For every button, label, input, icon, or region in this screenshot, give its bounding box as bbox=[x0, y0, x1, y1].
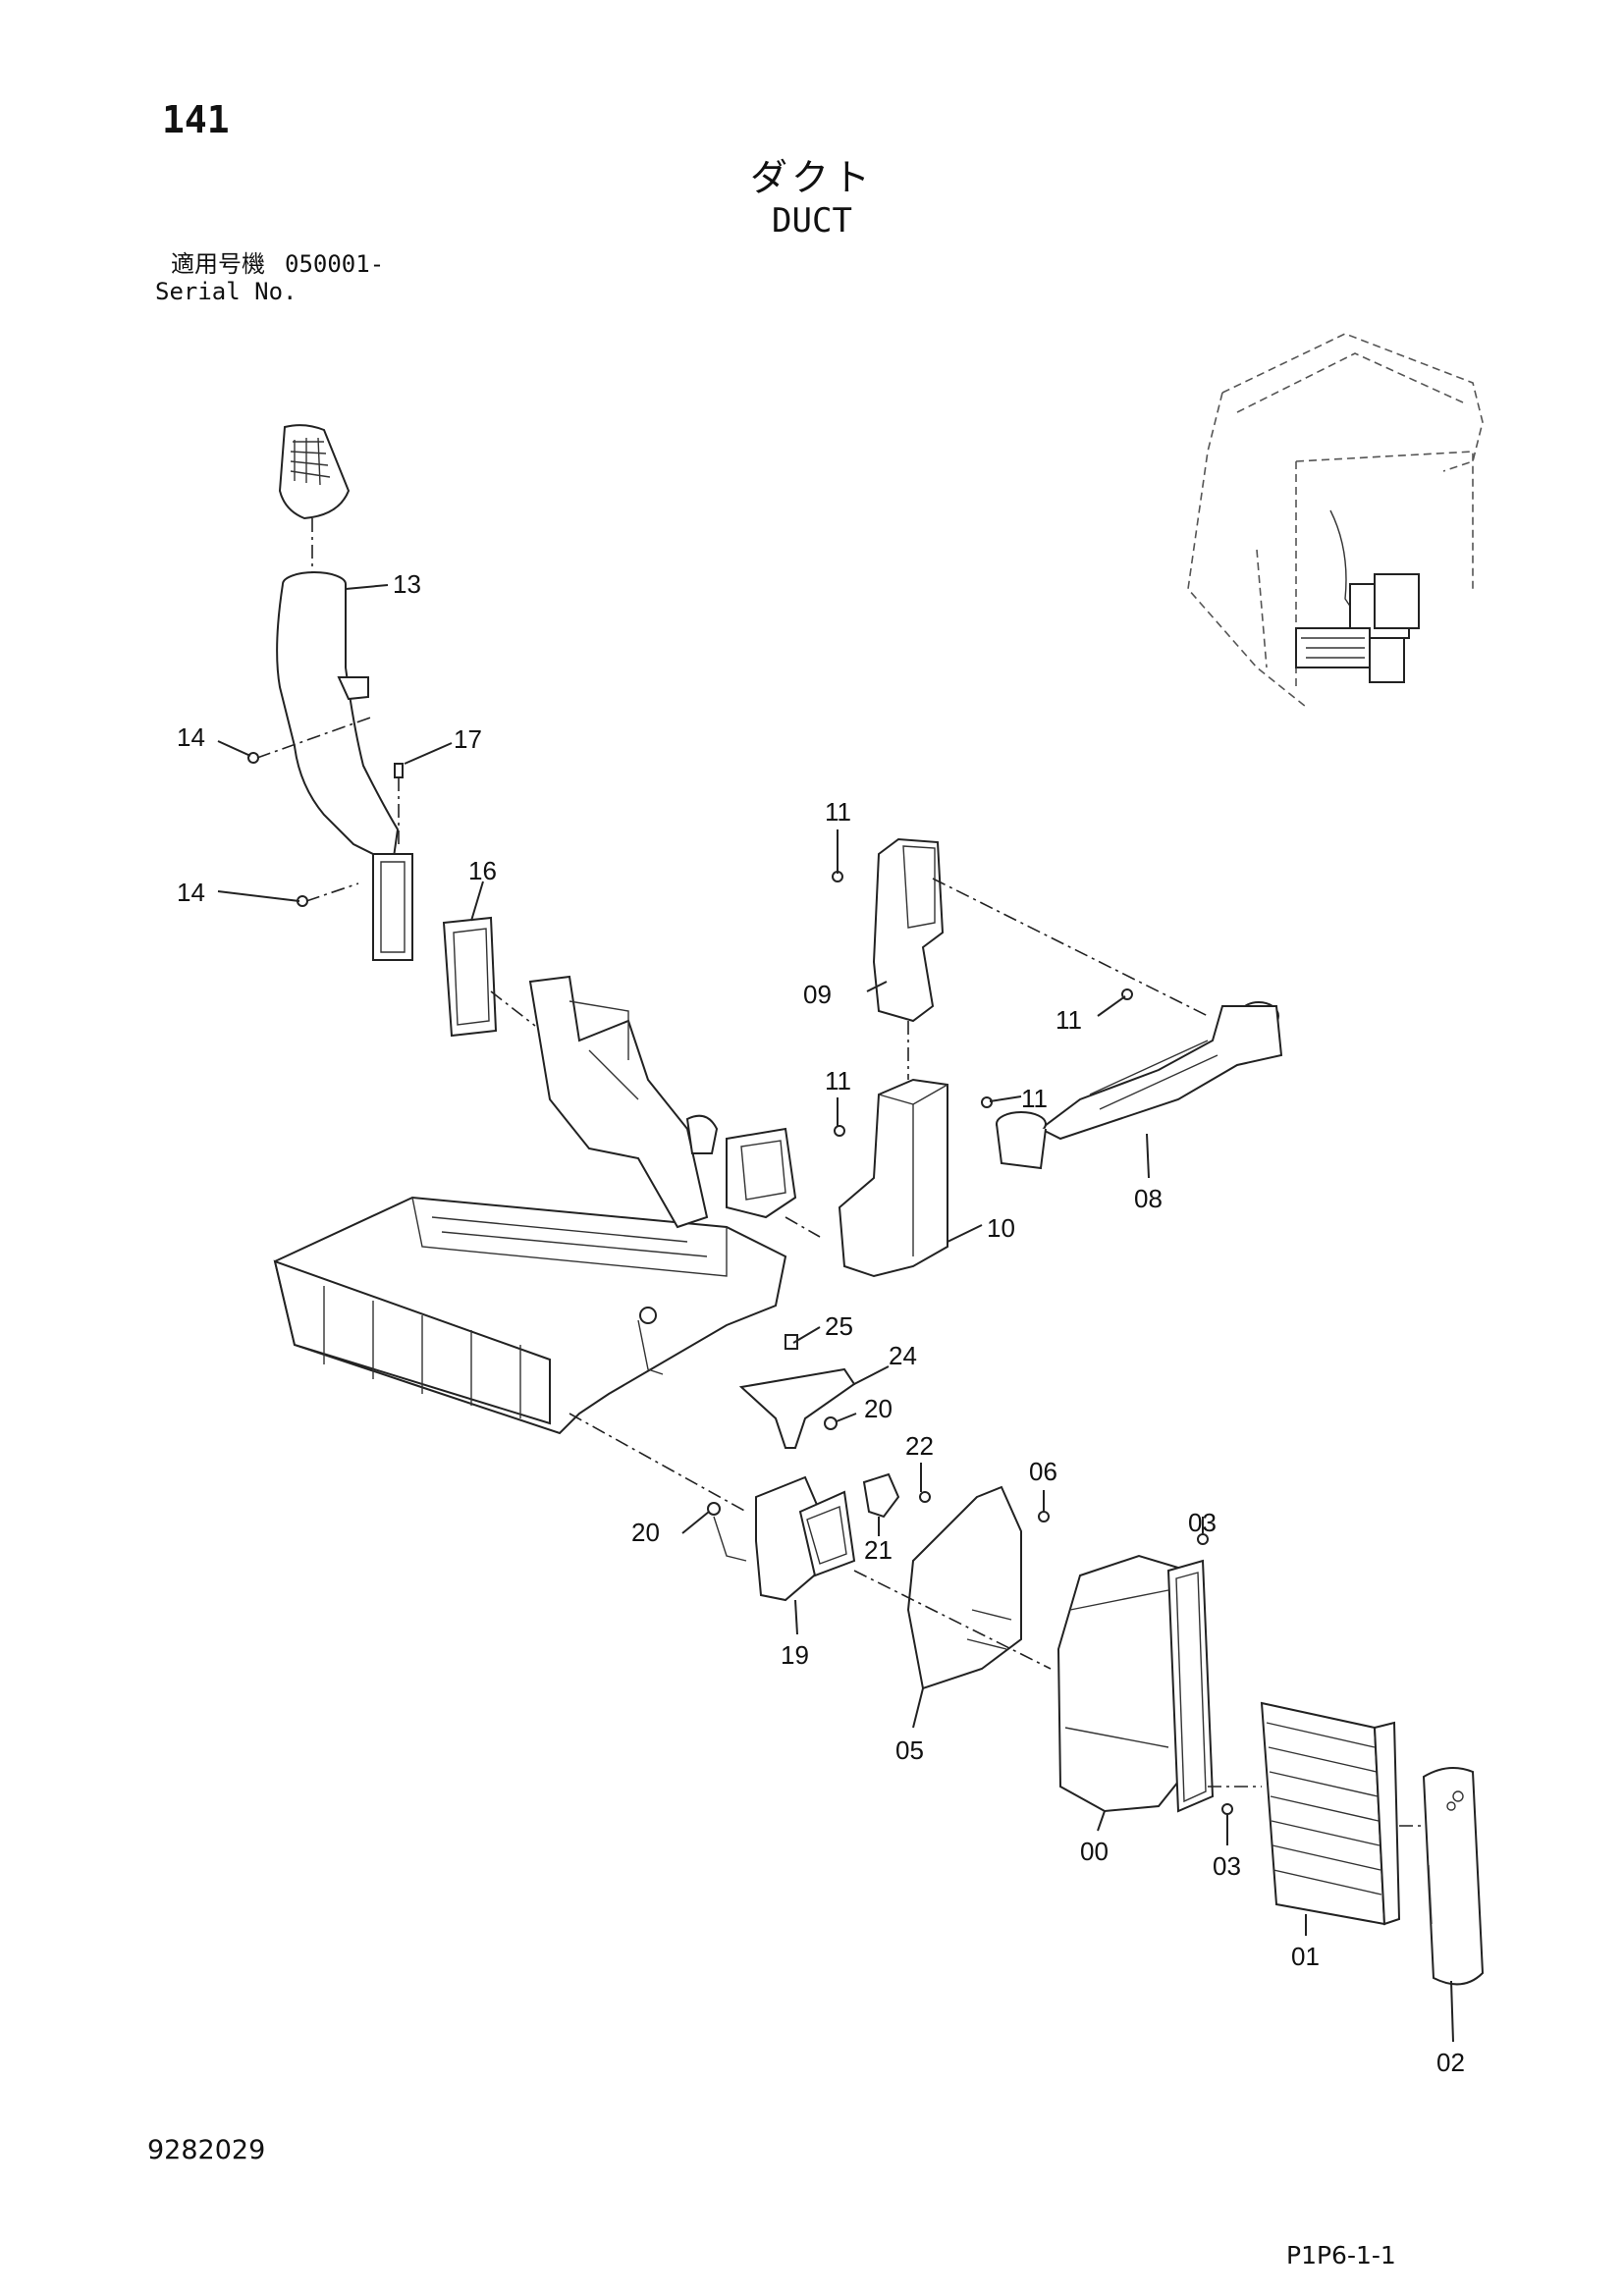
part-label-20: 20 bbox=[631, 1518, 660, 1547]
part-label-03: 03 bbox=[1188, 1508, 1217, 1537]
document-number: 9282029 bbox=[147, 2135, 266, 2165]
page-number: 141 bbox=[162, 98, 230, 141]
part-09-upper-duct bbox=[872, 837, 945, 1080]
part-label-08: 08 bbox=[1134, 1184, 1163, 1213]
screws-11 bbox=[832, 871, 1133, 1137]
part-24-bracket bbox=[738, 1334, 856, 1449]
serial-label-jp: 適用号機 bbox=[171, 250, 265, 278]
part-label-01: 01 bbox=[1291, 1942, 1320, 1971]
part-label-05: 05 bbox=[895, 1735, 924, 1765]
part-label-03: 03 bbox=[1213, 1851, 1241, 1881]
part-01-filter bbox=[1260, 1701, 1424, 1926]
screws-14-17 bbox=[247, 716, 536, 1027]
part-label-19: 19 bbox=[781, 1640, 809, 1670]
serial-block: 適用号機 050001- Serial No. bbox=[155, 250, 384, 305]
part-label-22: 22 bbox=[905, 1431, 934, 1461]
part-label-20: 20 bbox=[864, 1394, 893, 1423]
part-label-11: 11 bbox=[1056, 1005, 1082, 1035]
title-english: DUCT bbox=[772, 201, 852, 240]
part-label-11: 11 bbox=[1021, 1084, 1048, 1113]
part-label-14: 14 bbox=[177, 878, 205, 907]
serial-label-en: Serial No. bbox=[155, 278, 298, 305]
part-label-24: 24 bbox=[889, 1341, 917, 1370]
part-02-cover bbox=[1422, 1767, 1485, 1986]
cabin-location-inset bbox=[1187, 333, 1484, 708]
part-label-10: 10 bbox=[987, 1213, 1015, 1243]
part-10-lower-duct bbox=[838, 1078, 948, 1278]
part-19-bracket bbox=[707, 1475, 856, 1602]
part-08-long-duct bbox=[932, 878, 1283, 1170]
part-label-02: 02 bbox=[1436, 2048, 1465, 2077]
heater-unit-assembly bbox=[273, 975, 797, 1435]
part-00-filter-case bbox=[1056, 1533, 1262, 1815]
part-label-06: 06 bbox=[1029, 1457, 1057, 1486]
leader-lines bbox=[217, 584, 1454, 2043]
part-label-25: 25 bbox=[825, 1311, 853, 1341]
serial-value: 050001- bbox=[285, 250, 385, 278]
part-duct-insert bbox=[372, 853, 413, 961]
part-label-14: 14 bbox=[177, 722, 205, 752]
part-label-11: 11 bbox=[825, 797, 851, 827]
part-05-cover bbox=[853, 1485, 1052, 1690]
figure-code: P1P6-1-1 bbox=[1286, 2241, 1396, 2269]
part-label-13: 13 bbox=[393, 569, 421, 599]
part-label-09: 09 bbox=[803, 980, 832, 1009]
part-labels: 13 14 17 14 16 11 09 11 11 11 08 10 25 2… bbox=[177, 569, 1465, 2077]
part-label-21: 21 bbox=[864, 1535, 893, 1565]
part-13-intake-duct bbox=[276, 424, 400, 866]
part-16-connector bbox=[442, 916, 498, 1038]
part-label-00: 00 bbox=[1080, 1837, 1109, 1866]
part-21-clip bbox=[862, 1472, 931, 1519]
part-label-17: 17 bbox=[454, 724, 482, 754]
part-label-11: 11 bbox=[825, 1066, 851, 1095]
part-label-16: 16 bbox=[468, 856, 497, 885]
title-japanese: ダクト bbox=[749, 156, 874, 199]
